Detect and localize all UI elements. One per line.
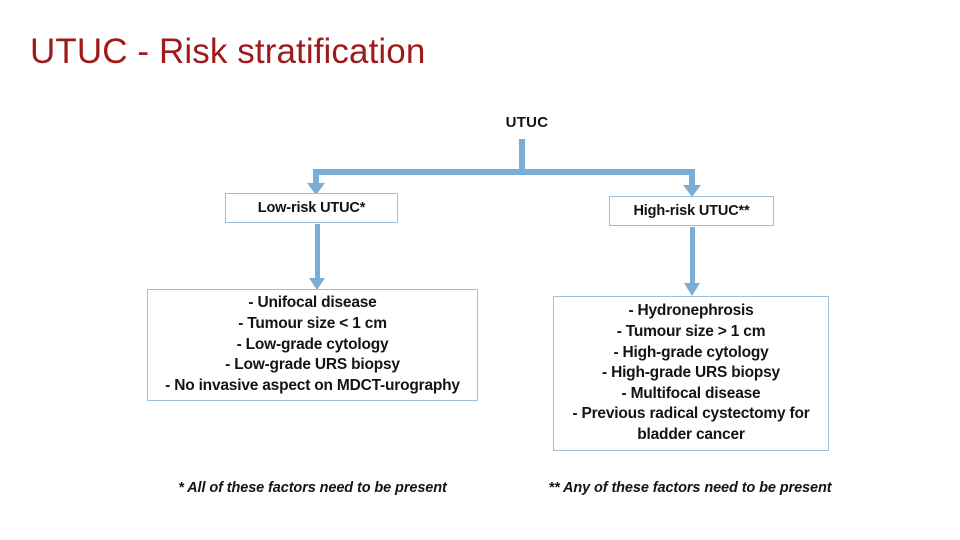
connector-left-drop [313, 169, 319, 184]
criteria-item: - Hydronephrosis [628, 302, 754, 320]
connector-high-risk-stem [690, 227, 695, 285]
criteria-item: - No invasive aspect on MDCT-urography [165, 376, 460, 394]
node-high-risk-utuc: High-risk UTUC** [609, 196, 774, 226]
low-risk-footnote: * All of these factors need to be presen… [178, 480, 447, 496]
connector-low-risk-stem [315, 224, 320, 280]
criteria-item: - Unifocal disease [248, 294, 377, 312]
high-risk-footnote: ** Any of these factors need to be prese… [548, 480, 832, 496]
connector-right-drop [689, 169, 695, 186]
low-risk-criteria-box: - Unifocal disease - Tumour size < 1 cm … [147, 289, 478, 401]
connector-split-horizontal [313, 169, 692, 175]
page-title: UTUC - Risk stratification [30, 32, 426, 71]
criteria-item: - Low-grade cytology [236, 335, 389, 353]
criteria-item: - High-grade URS biopsy [602, 364, 780, 382]
arrow-high-risk-to-detail [684, 283, 700, 296]
node-low-risk-utuc: Low-risk UTUC* [225, 193, 398, 223]
criteria-item: - Low-grade URS biopsy [225, 356, 400, 374]
criteria-item: - Tumour size < 1 cm [238, 315, 387, 333]
criteria-item: - High-grade cytology [613, 343, 769, 361]
node-root-utuc: UTUC [505, 114, 549, 131]
criteria-item: - Multifocal disease [621, 384, 761, 402]
criteria-item: - Previous radical cystectomy for bladde… [572, 405, 810, 444]
high-risk-criteria-box: - Hydronephrosis - Tumour size > 1 cm - … [553, 296, 829, 451]
criteria-item: - Tumour size > 1 cm [616, 322, 766, 340]
connector-root-stem [519, 139, 525, 174]
